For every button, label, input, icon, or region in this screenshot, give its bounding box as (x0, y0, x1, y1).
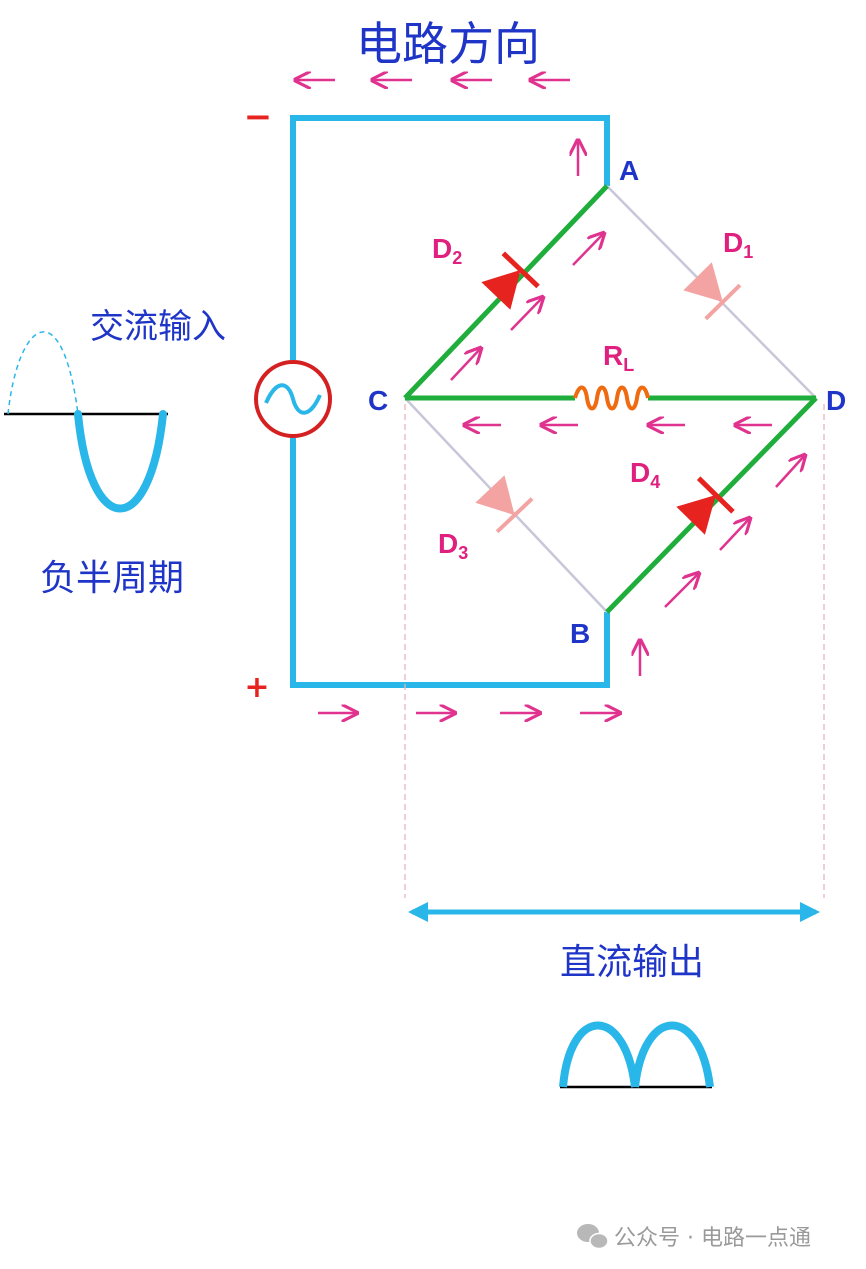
watermark: 公众号 · 电路一点通 (577, 1224, 811, 1251)
diode-label-d1-sub: 1 (743, 242, 753, 262)
diode-label-d1: D1 (723, 227, 753, 262)
dc-output-label: 直流输出 (560, 942, 704, 983)
top-wire (290, 115, 610, 360)
sine-symbol-icon (264, 383, 322, 415)
rectified-hump-2 (631, 1021, 714, 1088)
diode-label-d2-sub: 2 (452, 248, 462, 268)
rectified-hump-1 (559, 1021, 639, 1088)
diode-d1 (683, 262, 742, 321)
node-label-c: C (368, 385, 388, 416)
diode-d3 (475, 475, 534, 534)
diode-d4-bar (696, 476, 735, 514)
diode-d2 (481, 251, 540, 310)
current-arrow (510, 297, 543, 331)
diode-d2-bar (501, 251, 540, 289)
half-cycle-label: 负半周期 (40, 558, 184, 599)
outer-wires (290, 115, 610, 688)
diode-d3-bar (495, 497, 534, 534)
wechat-icon-bubble-front (589, 1232, 609, 1250)
diode-label-d4-sub: 4 (650, 472, 660, 492)
diode-label-d3: D3 (438, 528, 468, 563)
diode-d4-body (676, 494, 716, 535)
bridge-current-arrows (450, 140, 805, 676)
node-label-b: B (570, 618, 590, 649)
load-resistor-icon (573, 385, 650, 411)
current-arrow (572, 233, 604, 266)
negative-half-wave (74, 410, 167, 513)
resistor-label-base: R (603, 340, 623, 371)
diode-label-d1-base: D (723, 227, 743, 258)
projection-lines (404, 404, 825, 898)
current-arrow (664, 573, 699, 608)
diode-d4 (676, 476, 735, 535)
diode-label-d4-base: D (630, 457, 650, 488)
diode-d2-body (481, 269, 521, 310)
diagram-title: 电路方向 (356, 17, 540, 71)
watermark-text: 公众号 · 电路一点通 (614, 1226, 811, 1251)
bottom-wire (290, 438, 610, 688)
diode-label-d4: D4 (630, 457, 660, 492)
diode-d3-body (475, 475, 515, 516)
negative-terminal: − (244, 97, 273, 137)
input-waveform (4, 331, 168, 513)
ac-input-label: 交流输入 (90, 307, 226, 347)
positive-terminal: + (244, 670, 269, 705)
positive-half-dashed (7, 331, 79, 415)
diode-d1-body (683, 262, 723, 302)
node-label-d: D (826, 385, 846, 416)
output-waveform (559, 1021, 714, 1089)
diode-label-d2: D2 (432, 233, 462, 268)
diode-d1-bar (704, 283, 742, 321)
current-arrow (450, 348, 481, 381)
diode-label-d3-base: D (438, 528, 458, 559)
ac-source (254, 360, 332, 438)
wechat-icon (577, 1224, 609, 1250)
resistor-label: RL (603, 340, 634, 375)
current-arrow (719, 518, 750, 551)
diode-label-d3-sub: 3 (458, 543, 468, 563)
current-arrow (775, 455, 805, 488)
diode-label-d2-base: D (432, 233, 452, 264)
node-label-a: A (619, 155, 639, 186)
resistor-label-sub: L (623, 355, 634, 375)
